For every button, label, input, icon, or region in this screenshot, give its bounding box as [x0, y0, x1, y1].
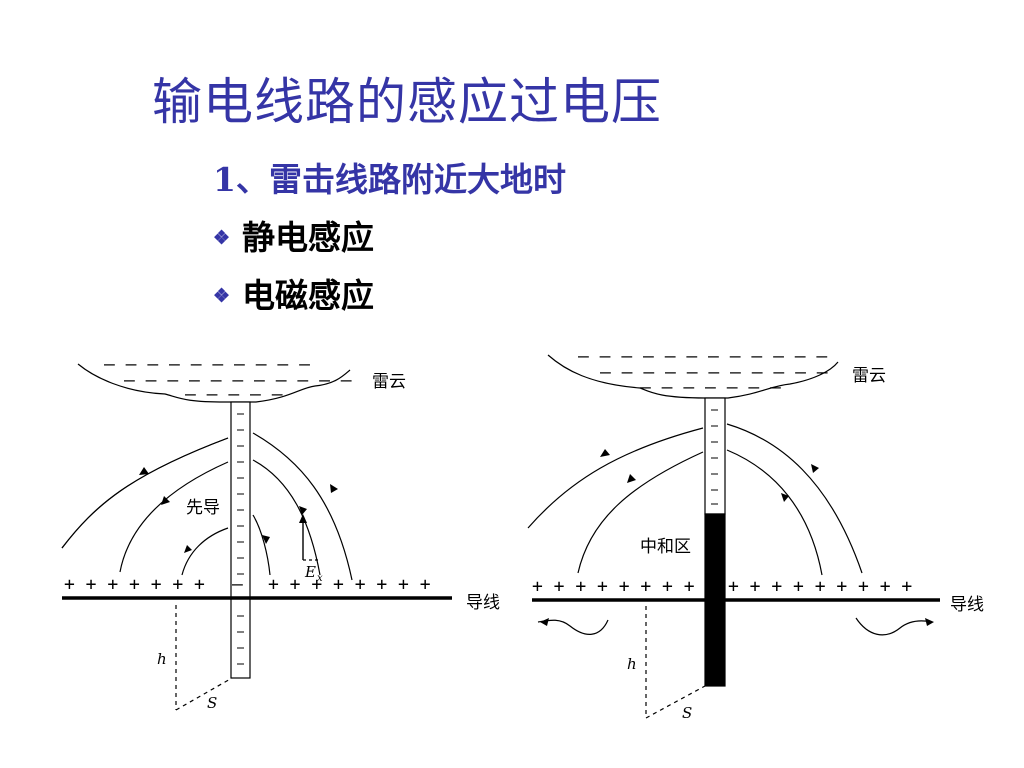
left-cloud-charges: – – – – – – – – – – – – – – – – – – – – …: [104, 354, 352, 405]
left-conductor-label: 导线: [466, 593, 500, 613]
right-conductor-charges: + + + + + + + +: [532, 576, 695, 597]
left-leader-charges: [237, 413, 244, 665]
diamond-bullet-icon: ❖: [213, 285, 231, 307]
right-diagram: – – – – – – – – – – – – – – – – – – – – …: [527, 346, 940, 719]
bullet-text: 静电感应: [242, 218, 375, 257]
left-field-line: [252, 459, 321, 576]
left-field-arrows: [139, 467, 338, 553]
right-cloud-charges: – – – – – – – – – – – – – – – – – – – – …: [578, 346, 828, 398]
left-leader-channel: [230, 401, 251, 679]
right-neutral-zone-label: 中和区: [640, 537, 691, 557]
left-cloud-label: 雷云: [372, 372, 406, 392]
left-diagram: – – – – – – – – – – – – – – – – – – – – …: [61, 354, 452, 711]
bullet-text: 电磁感应: [242, 276, 375, 315]
left-height-label: h: [157, 650, 167, 668]
slide-title: 输电线路的感应过电压: [152, 73, 662, 131]
svg-text:– – – – – – – – – –: – – – – – – – – – –: [104, 354, 310, 375]
right-height-label: h: [627, 655, 637, 673]
right-field-line: [726, 449, 823, 576]
right-field-arrows: [600, 449, 819, 502]
svg-text:– – – – – – – – – – –: – – – – – – – – – – –: [124, 370, 352, 391]
svg-text:– – – – – – – – – – –: – – – – – – – – – – –: [600, 362, 828, 383]
right-field-line: [527, 427, 704, 529]
left-field-label: E: [304, 563, 316, 581]
left-leader-label: 先导: [186, 498, 220, 518]
left-field-line: [61, 437, 229, 549]
svg-text:+ + + + + + + + +: + + + + + + + + +: [728, 576, 912, 597]
left-field-line: [252, 514, 271, 576]
svg-text:– – – – – – – – – – – –: – – – – – – – – – – – –: [578, 346, 827, 367]
svg-text:– – – – –: – – – – –: [185, 384, 283, 405]
svg-text:–: –: [232, 574, 243, 595]
left-field-line: [252, 432, 353, 581]
svg-text:– – – – – – –: – – – – – – –: [640, 377, 781, 398]
left-distance-label: S: [207, 694, 217, 712]
right-conductor-label: 导线: [950, 595, 984, 615]
svg-text:+ + + + + + + +: + + + + + + + +: [268, 574, 431, 595]
left-field-line: [119, 461, 229, 573]
bullet-item-electrostatic: ❖ 静电感应: [213, 218, 374, 258]
right-leader-charges: [711, 409, 718, 505]
slide-subtitle: 1、雷击线路附近大地时: [213, 160, 566, 199]
right-left-travel-wave: [537, 619, 609, 635]
right-field-line: [726, 423, 863, 574]
right-distance-label: S: [682, 704, 692, 722]
right-right-travel-wave: [855, 617, 933, 636]
diamond-bullet-icon: ❖: [213, 227, 231, 249]
right-field-line: [577, 451, 704, 574]
right-leader-channel: [704, 397, 726, 515]
right-cloud-label: 雷云: [852, 366, 886, 386]
left-conductor-charges: + + + + + + +: [64, 574, 205, 595]
left-field-subscript: x: [317, 573, 323, 584]
left-field-line: [181, 527, 229, 576]
bullet-item-electromagnetic: ❖ 电磁感应: [213, 276, 374, 316]
left-thundercloud: [77, 363, 351, 403]
